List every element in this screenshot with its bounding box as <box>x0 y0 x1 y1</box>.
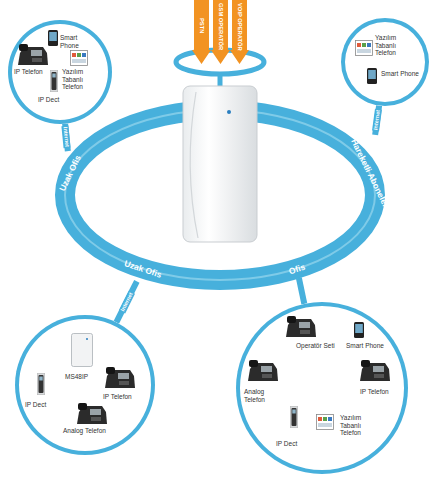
smartphone-icon <box>354 322 364 338</box>
device-label: Yazılım Tabanlı Telefon <box>340 414 382 437</box>
device-label: IP Dect <box>276 440 306 448</box>
device-label: Smart Phone <box>381 70 419 78</box>
arrow-body <box>192 0 211 64</box>
analog-phone-icon <box>77 403 107 424</box>
analog-phone-icon <box>248 360 278 381</box>
dect-icon <box>37 373 45 395</box>
device-label: IP Dect <box>25 401 59 409</box>
operator-arrow: PSTN <box>192 0 211 64</box>
device-label: Operatör Seti <box>296 342 340 350</box>
device-label: IP Telefon <box>360 388 400 396</box>
softphone-icon <box>317 415 334 430</box>
arrow-body <box>211 0 230 64</box>
connector-line <box>299 278 304 304</box>
device-crease <box>190 92 198 238</box>
ring-band: Uzak Ofis <box>55 151 85 195</box>
pbx-icon <box>72 334 93 367</box>
band-label: Uzak Ofis <box>57 153 83 192</box>
smartphone-icon <box>367 68 377 84</box>
connector-line <box>65 124 68 151</box>
operator-set-icon <box>286 316 316 337</box>
ip-phone-icon <box>105 367 135 388</box>
operator-arrow: GSM OPERATÖR <box>211 0 230 64</box>
band-label: Hareketli Aboneler <box>349 137 391 209</box>
ring-band: Hareketli Aboneler <box>347 135 392 211</box>
device-label: IP Telefon <box>14 68 48 76</box>
arrow-label: GSM OPERATÖR <box>213 3 228 49</box>
device-label: Smart Phone <box>346 342 384 350</box>
connector-line <box>116 281 137 322</box>
dect-icon <box>290 406 298 428</box>
location-circle: MS48IP IP Dect IP TelefonAnalog Telefon <box>15 315 155 455</box>
connector-line <box>375 106 379 135</box>
ring-band: Uzak Ofis <box>121 257 165 282</box>
softphone-icon <box>71 51 88 66</box>
arrow-label: VOIP OPERATÖR <box>232 3 247 49</box>
device-label: Analog Telefon <box>63 427 119 435</box>
device-label: IP Telefon <box>103 393 143 401</box>
device-label: Yazılım Tabanlı Telefon <box>375 34 415 57</box>
arrow-body <box>230 0 249 64</box>
operator-arrow: VOIP OPERATÖR <box>230 0 249 64</box>
device-label: IP Dect <box>38 96 68 104</box>
device-label: Smart Phone <box>60 34 90 49</box>
softphone-icon <box>356 41 373 56</box>
device-led <box>227 110 231 114</box>
band-label: Ofis <box>288 262 307 277</box>
pbx-device <box>183 86 257 242</box>
device-label: Analog Telefon <box>244 388 276 403</box>
location-circle: Yazılım Tabanlı TelefonSmart Phone <box>341 18 429 106</box>
arrow-label: PSTN <box>194 3 209 49</box>
location-circle: Smart Phone IP Telefon Yazılım Tabanlı Tel… <box>8 20 112 124</box>
location-circle: Operatör SetiSmart PhoneAnalog TelefonIP… <box>236 302 408 474</box>
band-label: Uzak Ofis <box>123 258 163 279</box>
dect-icon <box>50 70 58 92</box>
smartphone-icon <box>48 30 58 46</box>
ip-phone-icon <box>360 360 390 381</box>
device-label: Yazılım Tabanlı Telefon <box>62 68 104 91</box>
device-label: MS48IP <box>65 373 105 381</box>
ip-phone-icon <box>18 44 48 65</box>
ring-band: Ofis <box>285 260 308 278</box>
